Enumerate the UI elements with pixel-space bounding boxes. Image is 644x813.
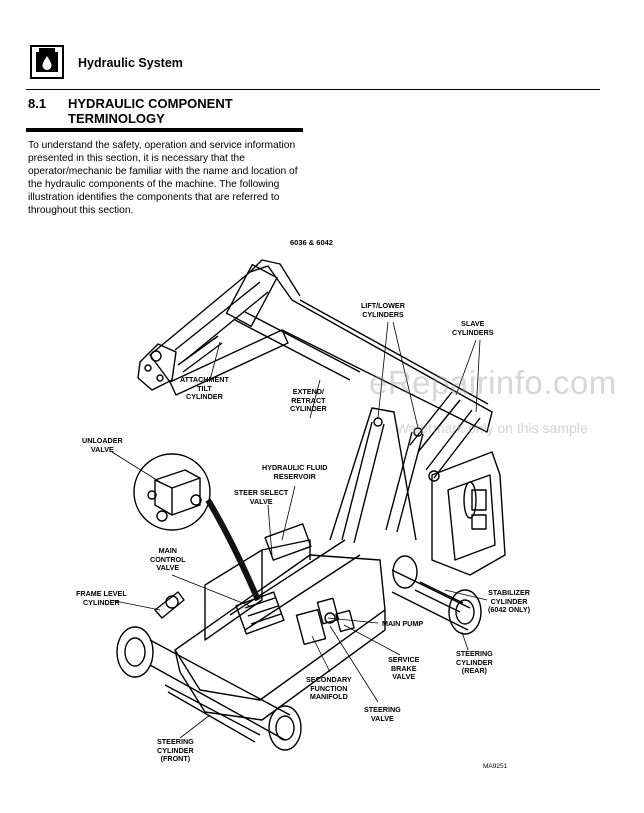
stabilizer-cylinder: [414, 581, 464, 613]
frame-level-cylinder: [154, 591, 185, 619]
slave-cylinders: [409, 391, 481, 482]
front-steering-cylinder: [164, 684, 261, 743]
attachment-head: [137, 343, 177, 391]
watermark-site: eRepairinfo.com: [369, 364, 617, 401]
figure-code: MA9251: [483, 763, 508, 770]
boom-tower: [329, 407, 417, 541]
leader-lines: [109, 321, 488, 739]
section-number: 8.1: [28, 96, 47, 111]
intro-paragraph: To understand the safety, operation and …: [28, 140, 298, 216]
section-title: HYDRAULIC COMPONENT TERMINOLOGY: [68, 96, 233, 126]
main-pump: [295, 608, 336, 646]
boom-arm: [149, 259, 493, 433]
front-axle: [116, 626, 302, 751]
tilt-cylinder: [177, 335, 223, 373]
rear-housing: [431, 451, 506, 576]
header-title: Hydraulic System: [78, 56, 183, 70]
watermark-notice: Watermark only on this sample: [396, 420, 588, 436]
unloader-valve-inset: [133, 453, 261, 602]
lift-cylinders: [341, 417, 424, 544]
steering-valve-block: [316, 597, 340, 625]
brake-valve-block: [335, 609, 355, 633]
rear-axle: [391, 555, 482, 635]
figure-title: 6036 & 6042: [290, 238, 333, 247]
chassis-frame: [174, 539, 386, 721]
label-main-pump: MAIN PUMP: [382, 619, 424, 628]
hydraulic-oil-icon: [30, 45, 64, 79]
header-divider: [26, 89, 600, 90]
section-divider: [26, 128, 303, 132]
